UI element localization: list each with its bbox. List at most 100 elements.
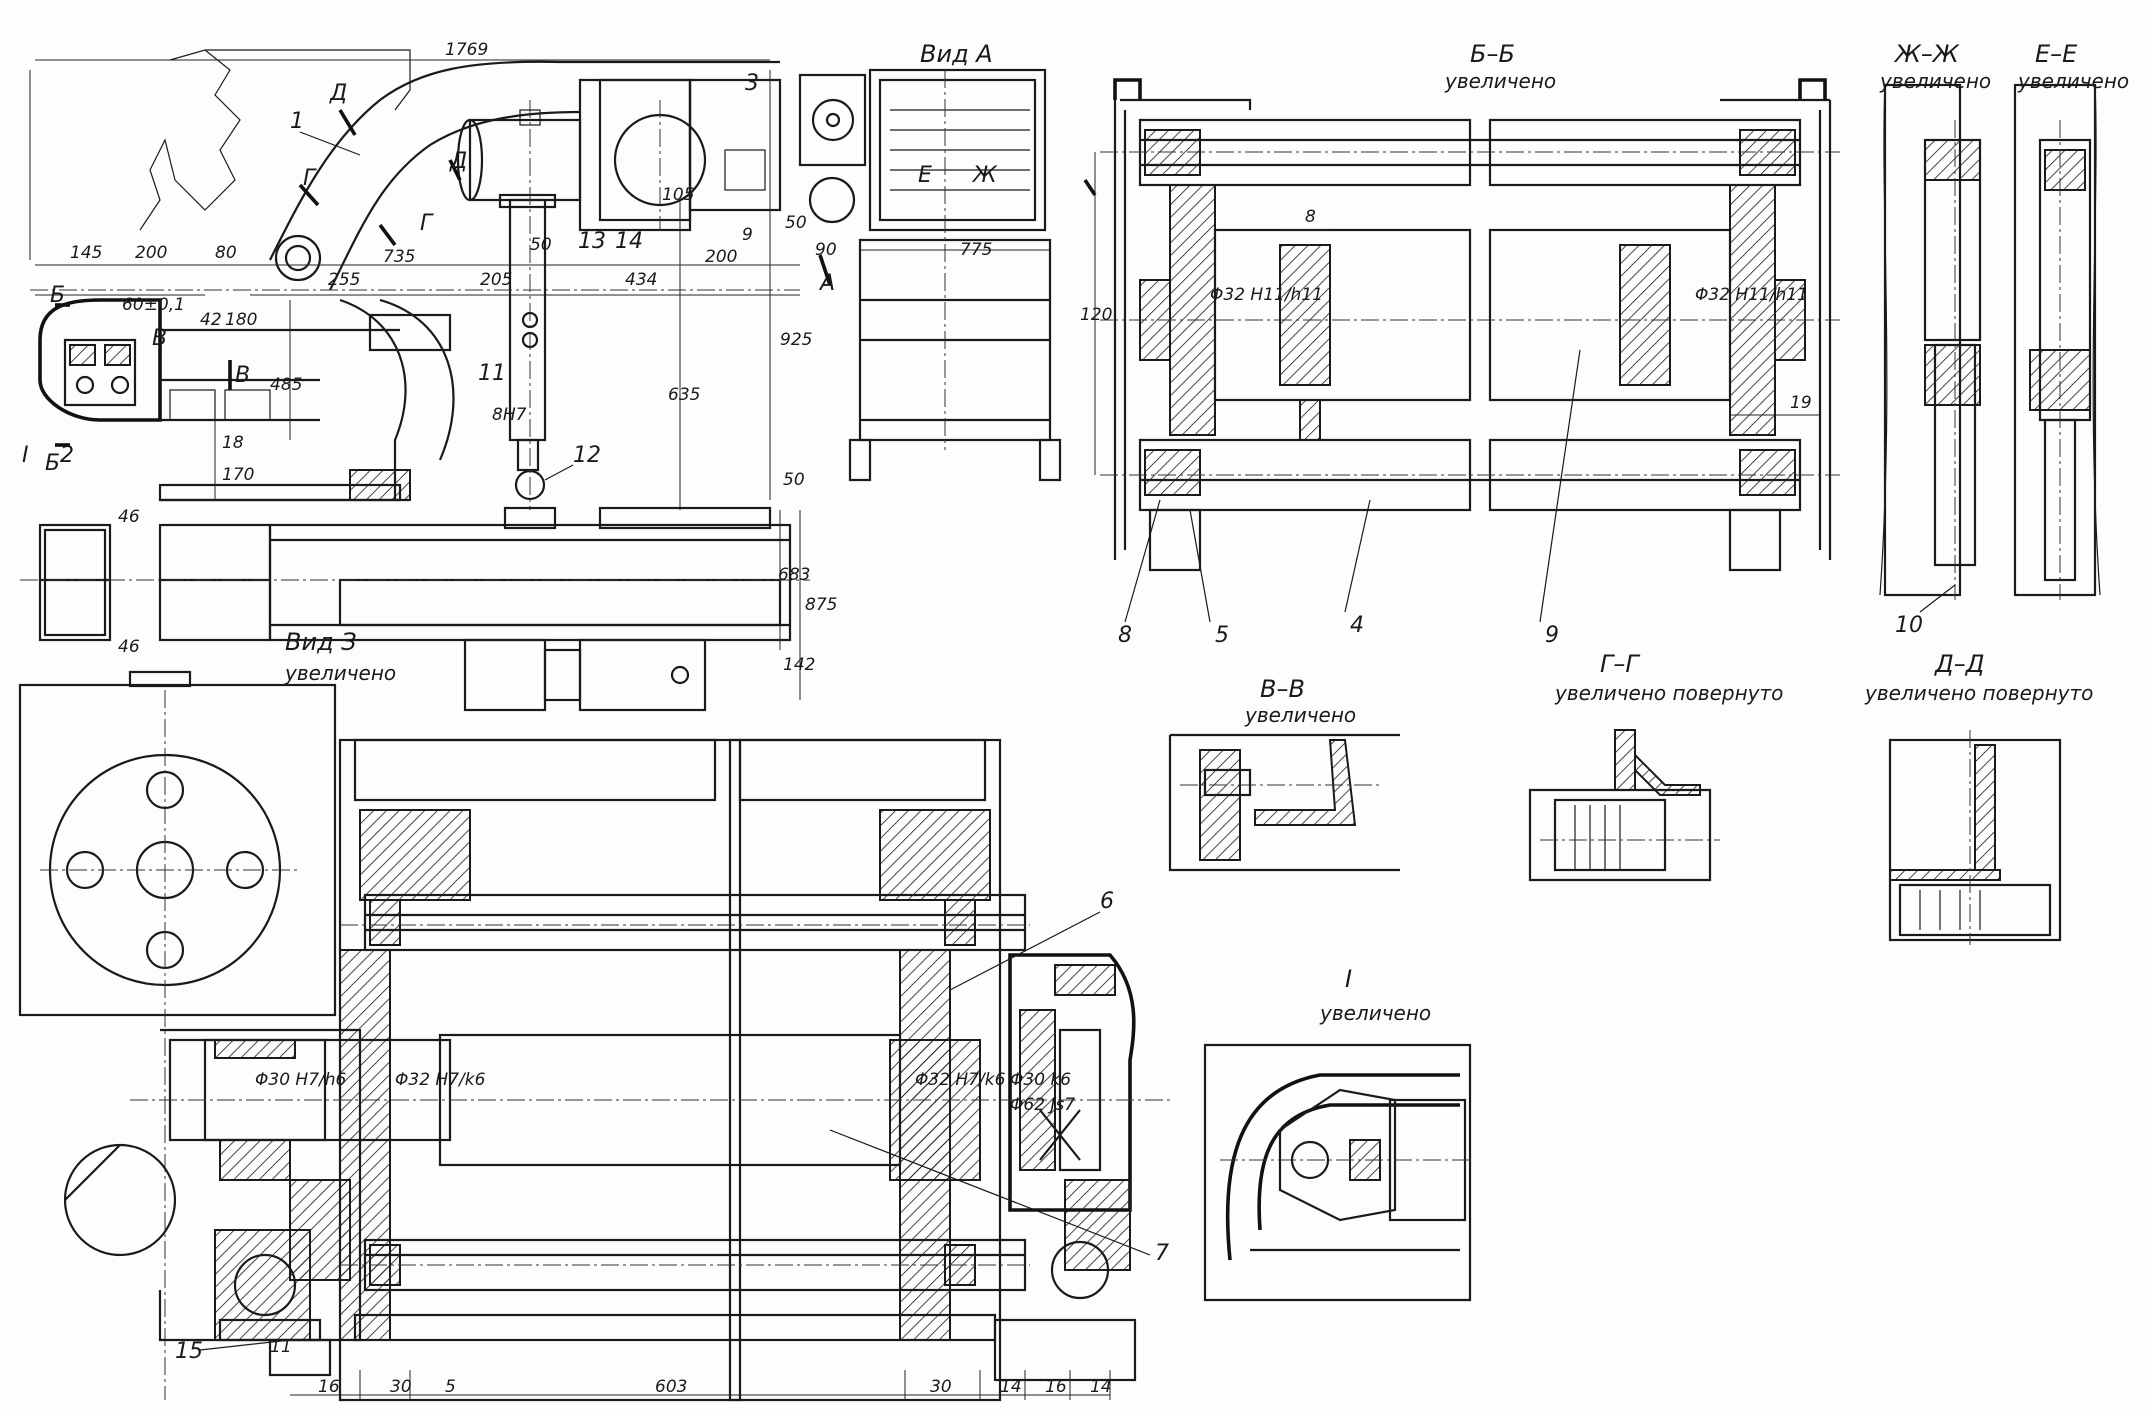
subtitle-ee: увеличено [2017, 69, 2129, 93]
dim-18: 18 [222, 433, 244, 453]
dim-200a: 200 [135, 243, 167, 263]
dim-50c: 50 [783, 470, 805, 490]
dim-90: 90 [815, 240, 837, 260]
mark-a: А [818, 271, 835, 296]
mark-v-left: В [152, 326, 167, 351]
dim-200b: 200 [705, 247, 737, 267]
mark-d-top: Д [329, 81, 347, 106]
subtitle-gg: увеличено повернуто [1554, 681, 1783, 705]
title-zhzh: Ж–Ж [1893, 40, 1960, 68]
section-zhzh [1879, 83, 1982, 600]
subtitle-zhzh: увеличено [1879, 69, 1991, 93]
mark-v-right: В [235, 363, 250, 388]
callout-2: 2 [60, 443, 74, 468]
dim-60: 60±0,1 [122, 295, 185, 315]
dim-120: 120 [1080, 305, 1112, 325]
detail-one [1203, 1043, 1472, 1302]
dim-735: 735 [383, 247, 415, 267]
callout-10: 10 [1895, 613, 1923, 638]
dim-phi32-h11-left: Φ32 H11/h11 [1210, 285, 1323, 305]
title-gg: Г–Г [1600, 650, 1640, 678]
mark-i: I [22, 443, 29, 468]
view-titles: Вид А Вид З увеличено Б–Б увеличено Ж–Ж … [284, 40, 2129, 1025]
view-a [798, 68, 1062, 482]
mark-d-bottom: Д [449, 149, 467, 174]
dim-46a: 46 [118, 507, 140, 527]
callout-4: 4 [1350, 613, 1364, 638]
title-one: I [1345, 965, 1352, 993]
section-gg [1528, 729, 1720, 882]
dim-9: 9 [742, 225, 753, 245]
dim-8h7: 8H7 [492, 405, 527, 425]
callout-6: 6 [1100, 889, 1114, 914]
callout-1: 1 [290, 109, 304, 134]
callout-9: 9 [1545, 623, 1559, 648]
dim-5: 5 [445, 1377, 456, 1397]
dim-434: 434 [625, 270, 657, 290]
section-markers [55, 109, 1097, 447]
callout-5: 5 [1215, 623, 1229, 648]
mark-zh: Ж [971, 163, 998, 188]
callout-12: 12 [573, 443, 601, 468]
dim-205: 205 [480, 270, 512, 290]
dimension-text: 1769 145 200 80 60±0,1 42 180 485 18 170… [70, 40, 1812, 1397]
dim-46b: 46 [118, 637, 140, 657]
title-bb: Б–Б [1470, 40, 1515, 68]
dim-19: 19 [1790, 393, 1812, 413]
mark-e: Е [918, 163, 932, 188]
subtitle-bb: увеличено [1444, 69, 1556, 93]
dim-30b: 30 [930, 1377, 952, 1397]
dim-1769: 1769 [445, 40, 488, 60]
dim-14b: 14 [1090, 1377, 1112, 1397]
general-view [30, 49, 800, 510]
subtitle-dd: увеличено повернуто [1864, 681, 2093, 705]
title-vv: В–В [1260, 675, 1305, 703]
section-bb [1094, 78, 1840, 572]
callout-14: 14 [615, 229, 643, 254]
dim-255: 255 [328, 270, 360, 290]
dim-180: 180 [225, 310, 257, 330]
dim-875: 875 [805, 595, 837, 615]
callout-13: 13 [578, 229, 606, 254]
dimension-lines-general [29, 59, 801, 700]
dim-485: 485 [270, 375, 302, 395]
dim-42: 42 [200, 310, 222, 330]
mark-g-bottom: Г [420, 211, 434, 236]
title-vid-z: Вид З [285, 628, 357, 656]
dim-142: 142 [783, 655, 815, 675]
plan-view [20, 506, 810, 712]
dim-775: 775 [960, 240, 992, 260]
subtitle-one: увеличено [1319, 1001, 1431, 1025]
dim-phi30-k6: Φ30 k6 [1010, 1070, 1071, 1090]
section-ee [2013, 83, 2101, 600]
dim-683: 683 [778, 565, 810, 585]
dim-170: 170 [222, 465, 254, 485]
dim-925: 925 [780, 330, 812, 350]
dim-16a: 16 [318, 1377, 340, 1397]
title-dd: Д–Д [1934, 650, 1985, 678]
dim-phi32-h7k6: Φ32 H7/k6 [395, 1070, 486, 1090]
subtitle-vid-z: увеличено [284, 661, 396, 685]
title-ee: Е–Е [2035, 40, 2078, 68]
dim-16b: 16 [1045, 1377, 1067, 1397]
dim-105: 105 [662, 185, 694, 205]
dim-phi32-h7k6-right: Φ32 H7/k6 [915, 1070, 1006, 1090]
dim-145: 145 [70, 243, 102, 263]
title-vid-a: Вид А [920, 40, 993, 68]
dim-80: 80 [215, 243, 237, 263]
view-z [18, 670, 1170, 1402]
dim-14a: 14 [1000, 1377, 1022, 1397]
dim-635: 635 [668, 385, 700, 405]
section-dd [1888, 730, 2062, 945]
callout-15: 15 [175, 1339, 203, 1364]
dim-phi32-h11-right: Φ32 H11/h11 [1695, 285, 1808, 305]
dim-11: 11 [270, 1337, 292, 1357]
callout-7: 7 [1155, 1241, 1169, 1266]
dim-50a: 50 [530, 235, 552, 255]
dim-603: 603 [655, 1377, 687, 1397]
section-vv [1168, 733, 1400, 872]
dim-phi62-js7: Φ62 Js7 [1010, 1095, 1075, 1115]
section-mark-letters: Б Б Г Г Д Д В В Е Ж А I [22, 81, 998, 476]
